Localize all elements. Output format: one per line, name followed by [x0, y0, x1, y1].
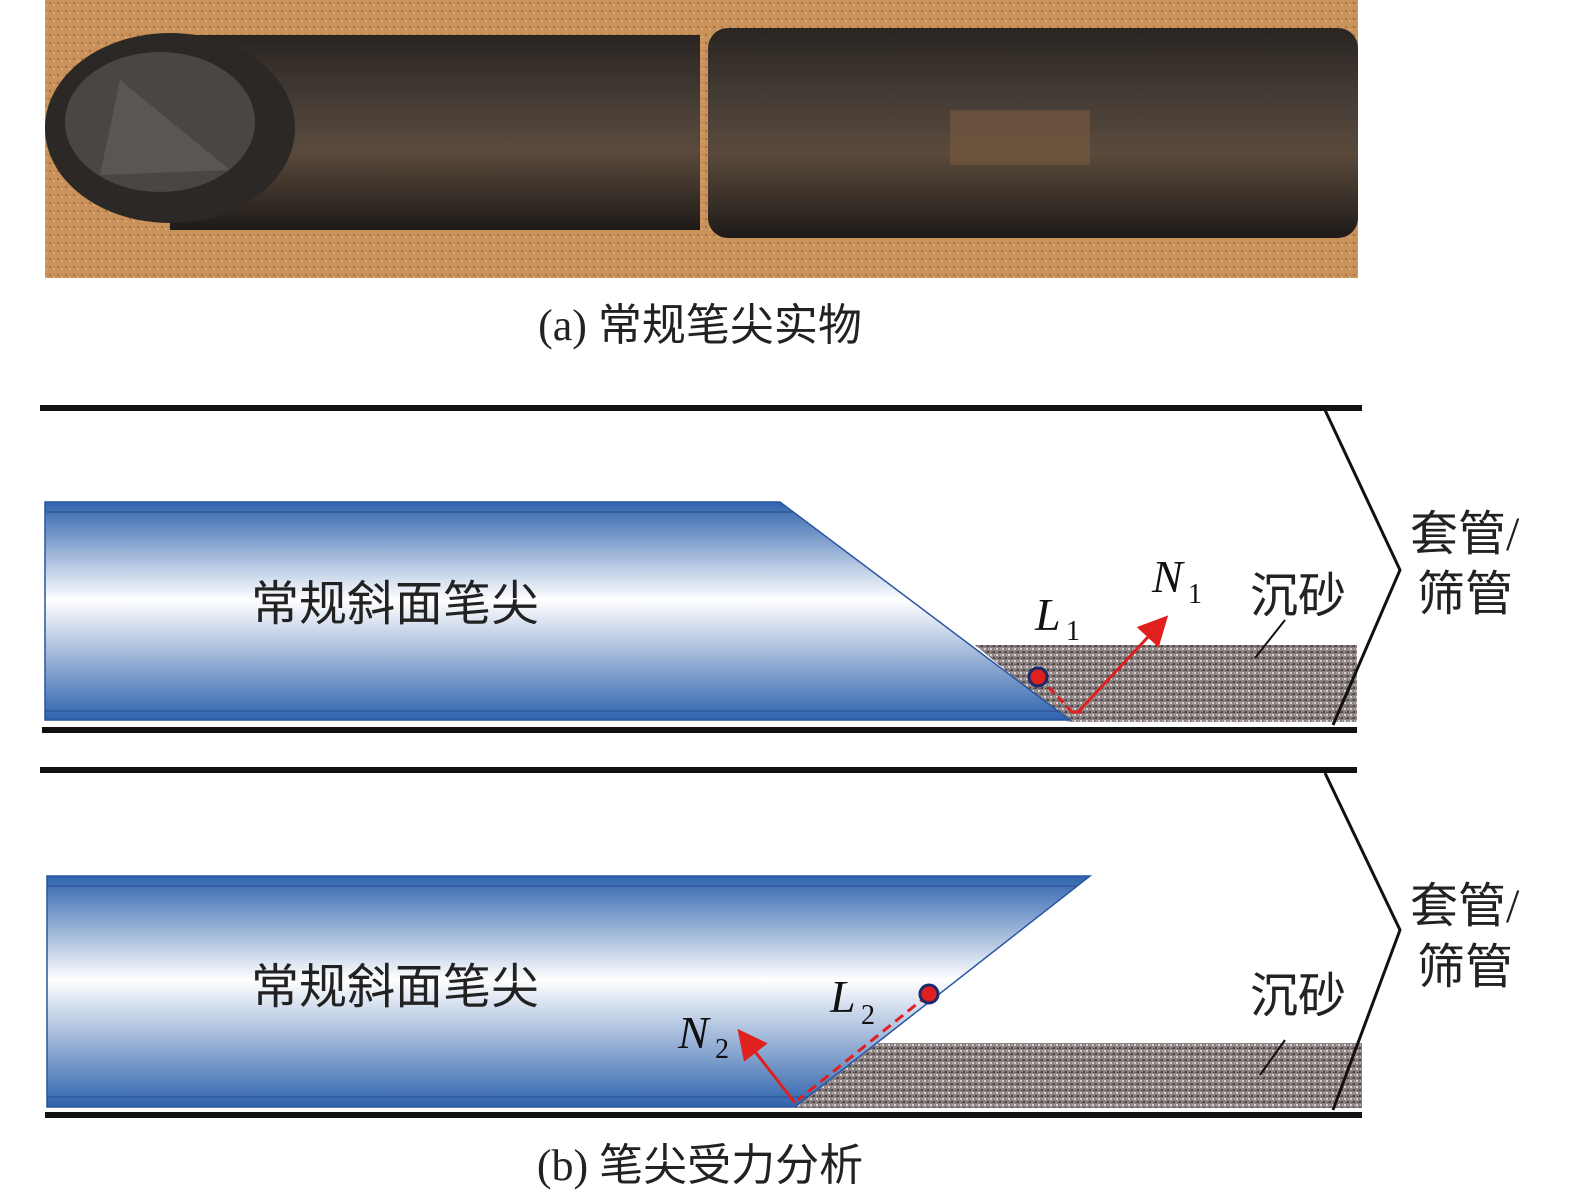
caption-b: (b) 笔尖受力分析: [537, 1141, 863, 1190]
pipe-label: 常规斜面笔尖: [251, 578, 539, 631]
contact-point: [1027, 666, 1049, 688]
L1-symbol: L: [1034, 589, 1061, 640]
svg-text:1: 1: [1066, 616, 1080, 647]
normal-force-arrow: [1076, 615, 1169, 714]
diagram-panel-1: 常规斜面笔尖 L 1 N 1 沉砂 套管/ 筛管: [40, 405, 1520, 733]
sand-deposit: [975, 645, 1357, 722]
normal-force-arrow: [737, 1028, 797, 1104]
casing-label: 套管/: [1410, 880, 1520, 933]
N1-symbol: N: [1151, 551, 1185, 602]
pipe-photo: [45, 0, 1358, 278]
contact-point: [918, 983, 940, 1005]
svg-text:筛管: 筛管: [1417, 568, 1513, 621]
svg-text:1: 1: [1188, 579, 1202, 610]
bevel-pen-tip-pipe: [46, 875, 1093, 1108]
casing-bracket: [1323, 409, 1402, 726]
svg-text:2: 2: [861, 1000, 875, 1031]
sand-label: 沉砂: [1250, 570, 1346, 623]
caption-a: (a) 常规笔尖实物: [538, 301, 862, 350]
svg-text:2: 2: [715, 1034, 729, 1065]
diagram-panel-2: 常规斜面笔尖 L 2 N 2 沉砂 套管/ 筛管: [40, 767, 1520, 1118]
sand-label: 沉砂: [1250, 970, 1346, 1023]
bevel-pen-tip-pipe: [44, 501, 1073, 721]
svg-text:筛管: 筛管: [1417, 941, 1513, 994]
sand-deposit: [795, 1043, 1362, 1108]
N2-symbol: N: [677, 1007, 711, 1058]
L2-symbol: L: [829, 971, 856, 1022]
casing-bracket: [1323, 772, 1402, 1111]
pipe-label: 常规斜面笔尖: [251, 961, 539, 1014]
casing-label: 套管/: [1410, 508, 1520, 561]
